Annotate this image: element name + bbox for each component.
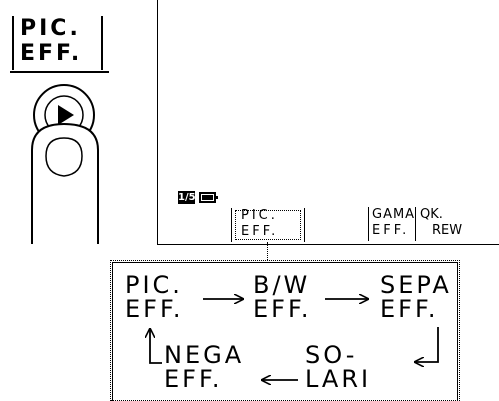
arrow-down-left-icon	[415, 327, 438, 362]
arrow-up-icon	[150, 329, 162, 363]
